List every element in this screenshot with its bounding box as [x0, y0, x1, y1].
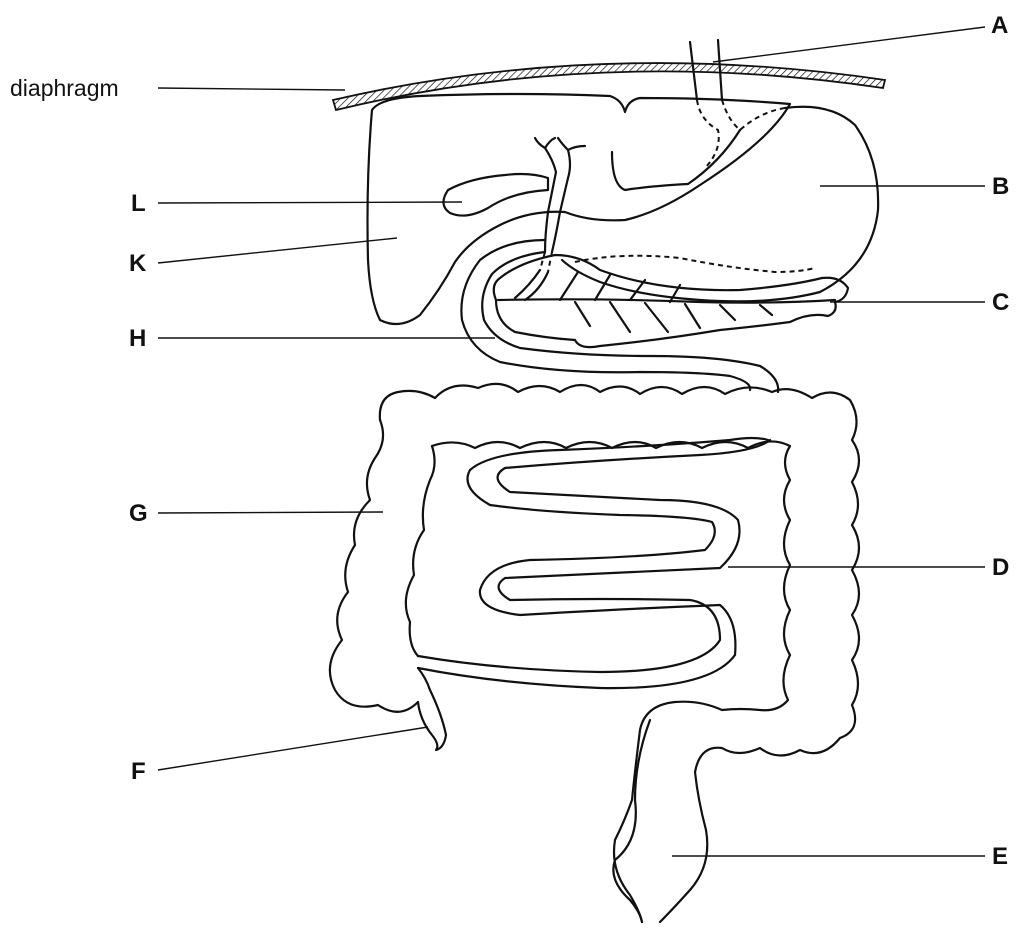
appendix	[418, 668, 446, 750]
leader-lines	[158, 27, 985, 856]
leader-l	[158, 202, 462, 203]
label-a: A	[991, 12, 1008, 39]
label-l: L	[131, 190, 146, 217]
label-g: G	[129, 500, 148, 527]
label-b: B	[992, 173, 1009, 200]
liver-inner-edge	[612, 152, 688, 190]
small-intestine-outer	[418, 440, 770, 672]
label-h: H	[129, 325, 146, 352]
leader-a	[713, 27, 985, 62]
colon-outer	[380, 384, 859, 922]
duodenum-inner	[482, 252, 778, 392]
label-f: F	[131, 758, 146, 785]
leader-g	[158, 512, 383, 513]
duodenum	[461, 240, 750, 390]
colon-inner	[432, 441, 790, 922]
small-intestine-inner	[418, 438, 768, 688]
ascending-colon-right	[406, 446, 435, 656]
label-diaphragm: diaphragm	[10, 75, 119, 101]
stomach-hidden-edge	[575, 256, 815, 272]
gall-bladder	[443, 174, 548, 216]
ascending-colon-left	[330, 420, 418, 712]
label-k: K	[129, 250, 147, 277]
label-c: C	[992, 289, 1009, 316]
diaphragm-band	[333, 63, 885, 110]
leader-k	[158, 238, 397, 263]
label-d: D	[992, 554, 1009, 581]
leader-f	[158, 727, 428, 770]
label-e: E	[992, 843, 1008, 870]
leader-diaphragm	[158, 88, 345, 90]
rectum	[613, 720, 650, 922]
